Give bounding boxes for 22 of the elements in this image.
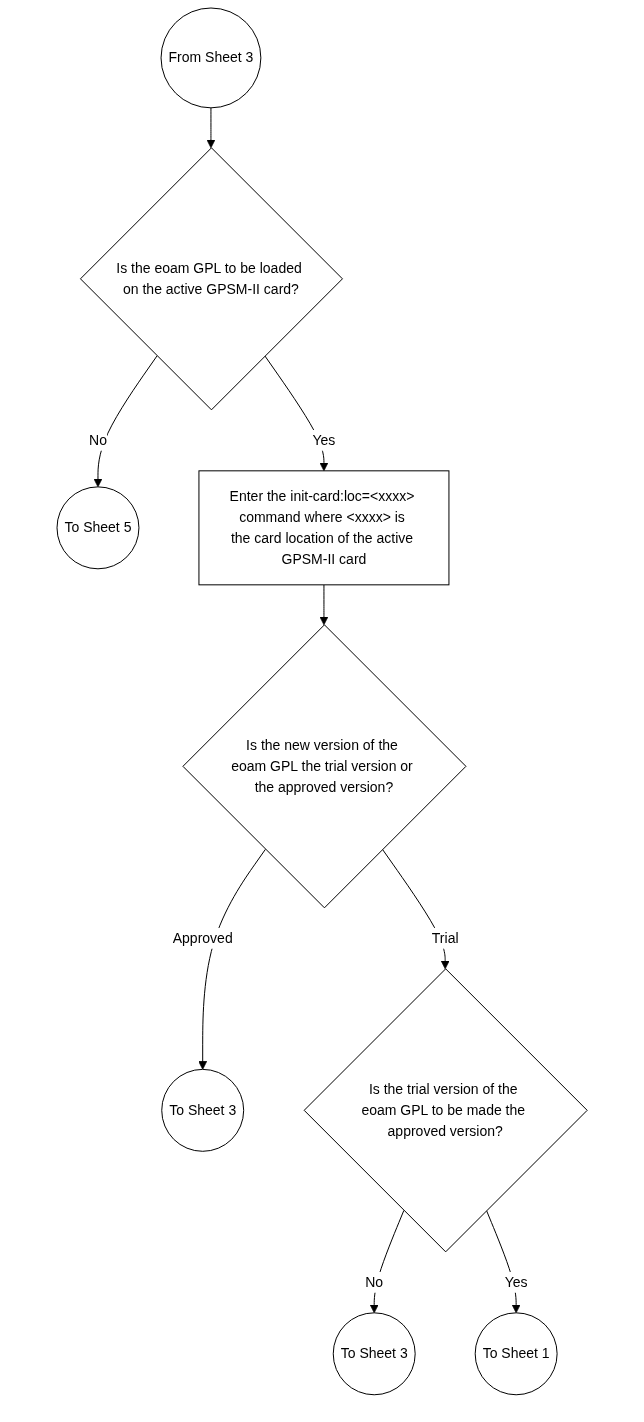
edge-label: Trial	[431, 929, 459, 946]
arrow	[198, 848, 266, 1070]
node-circle: From Sheet 3	[160, 7, 262, 109]
arrow	[319, 584, 329, 626]
arrow	[206, 107, 216, 149]
edge-label: Approved	[172, 929, 233, 946]
edge-label: No	[365, 1273, 384, 1290]
node-diamond: Is the new version of the eoam GPL the trial version or the approved version?	[182, 624, 467, 909]
node-circle: To Sheet 3	[161, 1068, 245, 1152]
node-circle: To Sheet 1	[474, 1312, 558, 1396]
arrow	[485, 1210, 521, 1314]
edge-label: Yes	[504, 1273, 528, 1290]
edge-label: No	[88, 431, 107, 448]
node-circle: To Sheet 5	[56, 486, 140, 570]
arrow	[93, 355, 158, 488]
arrow	[369, 1210, 405, 1314]
node-box: Enter the init-card:loc=<xxxx> command where <xxxx> is the card location of the active GPSM-II card	[198, 470, 450, 586]
node-diamond: Is the trial version of the eoam GPL to be made the approved version?	[303, 968, 588, 1253]
edge-label: Yes	[312, 431, 336, 448]
node-diamond: Is the eoam GPL to be loaded on the active GPSM-II card?	[79, 147, 343, 411]
node-circle: To Sheet 3	[332, 1312, 416, 1396]
arrow	[264, 355, 329, 472]
